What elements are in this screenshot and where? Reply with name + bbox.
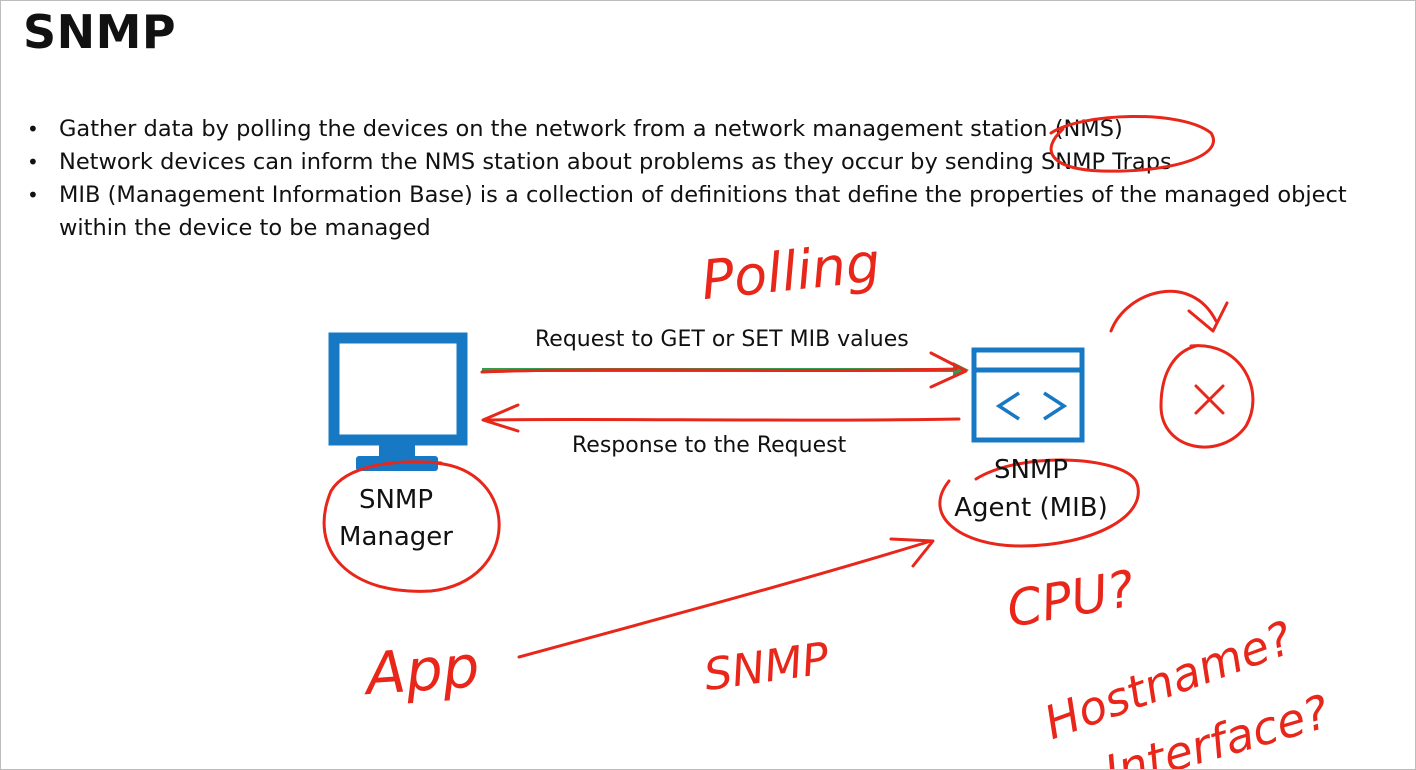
manager-circle: [322, 460, 501, 593]
response-label: Response to the Request: [572, 433, 847, 458]
bullet-marker: •: [27, 117, 39, 141]
app-arrow: [517, 539, 933, 659]
agent-label: SNMP Agent (MIB): [954, 455, 1108, 523]
agent-circle: [938, 458, 1140, 548]
handwritten-annotations: [322, 115, 1255, 659]
slide-title: SNMP: [23, 5, 177, 59]
manager-label: SNMP Manager: [339, 485, 453, 552]
request-label: Request to GET or SET MIB values: [535, 327, 909, 352]
polling-annotation: Polling: [698, 231, 883, 312]
monitor-icon: [328, 332, 468, 471]
request-arrow: [480, 351, 969, 389]
bullet-item: •MIB (Management Information Base) is a …: [21, 179, 1391, 245]
x-circle: [1159, 344, 1255, 449]
bullet-list: •Gather data by polling the devices on t…: [21, 113, 1391, 245]
cpu-annotation: CPU?: [1002, 559, 1138, 638]
code-window-icon: [971, 347, 1085, 443]
bullet-marker: •: [27, 150, 39, 174]
bullet-marker: •: [27, 183, 39, 207]
response-arrow: [481, 403, 961, 433]
bullet-item: •Network devices can inform the NMS stat…: [21, 146, 1391, 179]
snmp-annotation: SNMP: [701, 633, 833, 701]
app-annotation: App: [360, 632, 482, 708]
nms-circle: [1049, 115, 1215, 173]
bullet-item: •Gather data by polling the devices on t…: [21, 113, 1391, 146]
curved-arrow: [1109, 290, 1218, 333]
